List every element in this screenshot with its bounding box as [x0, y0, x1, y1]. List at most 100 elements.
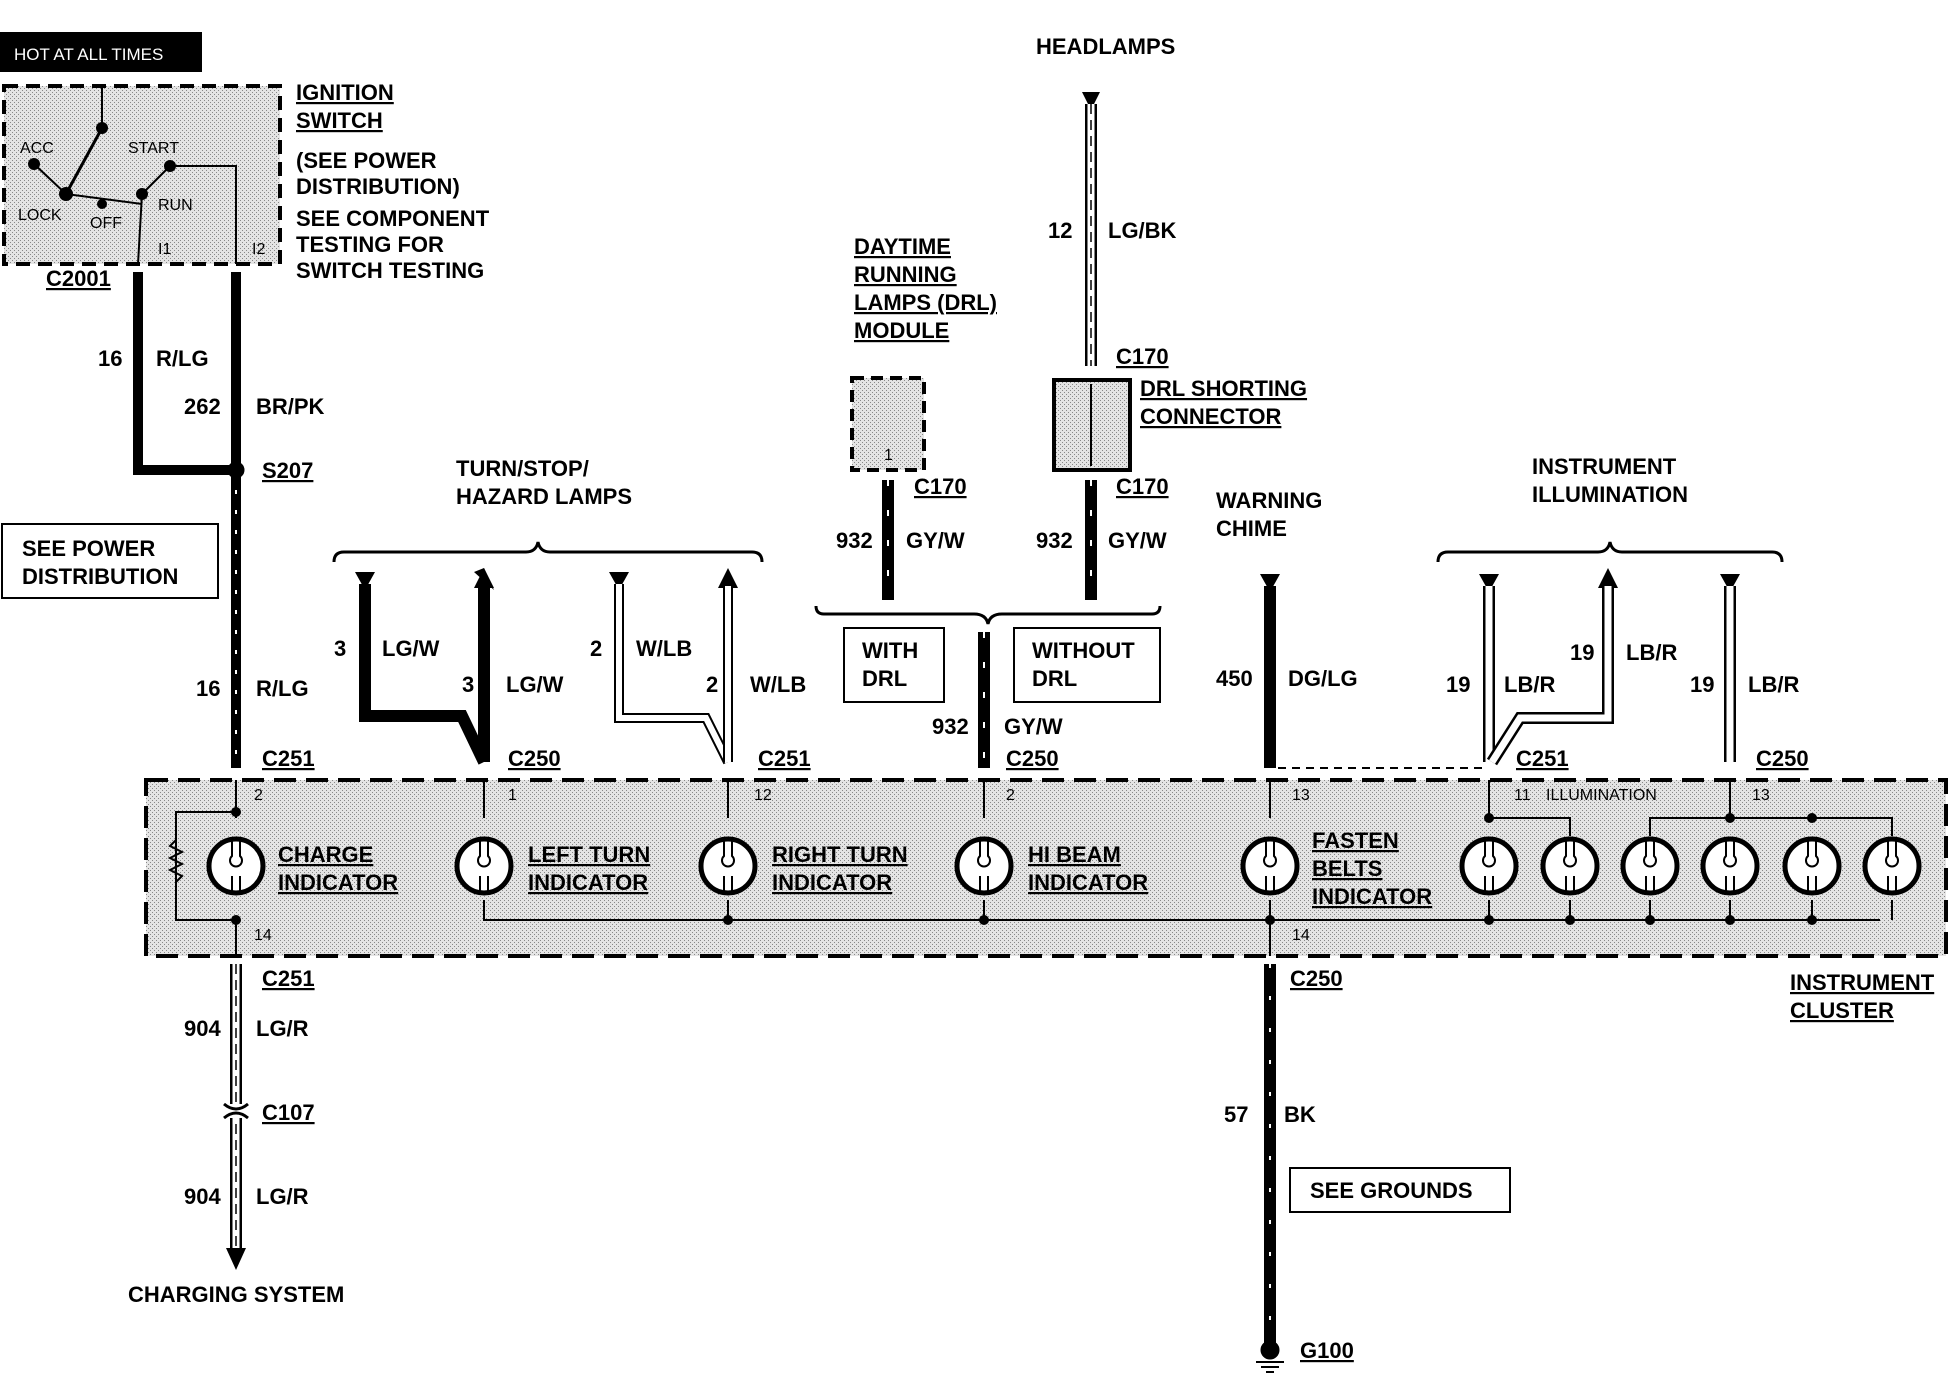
ignition-note-3: SEE COMPONENT: [296, 206, 490, 231]
turn-lamps-bracket: [332, 541, 764, 563]
wire-turn-left: [355, 568, 494, 765]
without-drl-box: WITHOUT DRL: [1013, 627, 1161, 703]
wire-illum: [1479, 568, 1740, 766]
wire-color-dglg: DG/LG: [1288, 666, 1358, 691]
charge-indicator-label: CHARGE: [278, 842, 373, 867]
wire-color-lbr-b: LB/R: [1626, 640, 1677, 665]
wire-gauge-932-left: 932: [836, 528, 873, 553]
wire-gauge-3-a: 3: [334, 636, 346, 661]
drl-module-title-2: RUNNING: [854, 262, 957, 287]
headlamps-title: HEADLAMPS: [1036, 34, 1175, 59]
svg-text:12: 12: [754, 787, 772, 804]
wire-gauge-2-b: 2: [706, 672, 718, 697]
instrument-cluster-title-2: CLUSTER: [1790, 998, 1894, 1023]
turn-lamps-title-2: HAZARD LAMPS: [456, 484, 632, 509]
svg-text:DRL: DRL: [1032, 666, 1077, 691]
connector-c251-charging: C251: [262, 966, 315, 991]
right-turn-indicator-label-2: INDICATOR: [772, 870, 892, 895]
connector-c250-illum: C250: [1756, 746, 1809, 771]
wire-color-rlg: R/LG: [156, 346, 209, 371]
ignition-note-1: (SEE POWER: [296, 148, 437, 173]
wire-gauge-904-a: 904: [184, 1016, 221, 1041]
svg-text:OFF: OFF: [90, 215, 122, 232]
wire-ground: [1256, 964, 1284, 1373]
see-power-distribution-box: SEE POWER DISTRIBUTION: [1, 523, 219, 599]
warning-chime-title-1: WARNING: [1216, 488, 1322, 513]
drl-shorting-title-2: CONNECTOR: [1140, 404, 1281, 429]
wire-charging: [223, 964, 249, 1270]
wire-color-brpk: BR/PK: [256, 394, 325, 419]
svg-text:WITHOUT: WITHOUT: [1032, 638, 1135, 663]
drl-shorting-title: DRL SHORTING: [1140, 376, 1307, 401]
ignition-note-4: TESTING FOR: [296, 232, 444, 257]
wire-color-lbr-c: LB/R: [1748, 672, 1799, 697]
charging-system-title: CHARGING SYSTEM: [128, 1282, 344, 1307]
wire-gauge-19-c: 19: [1690, 672, 1714, 697]
svg-text:DISTRIBUTION: DISTRIBUTION: [22, 564, 178, 589]
illum-bracket: [1436, 541, 1784, 563]
wire-color-lgw-b: LG/W: [506, 672, 564, 697]
ignition-note-5: SWITCH TESTING: [296, 258, 484, 283]
wire-chime: [1260, 574, 1486, 769]
wire-gauge-450: 450: [1216, 666, 1253, 691]
connector-c250-hibeam: C250: [1006, 746, 1059, 771]
svg-text:LOCK: LOCK: [18, 207, 62, 224]
svg-text:13: 13: [1292, 787, 1310, 804]
wire-color-lgr-b: LG/R: [256, 1184, 309, 1209]
wire-color-lgr-a: LG/R: [256, 1016, 309, 1041]
svg-text:2: 2: [254, 787, 263, 804]
connector-c251-right-turn: C251: [758, 746, 811, 771]
svg-text:14: 14: [254, 927, 272, 944]
svg-text:RUN: RUN: [158, 197, 193, 214]
wire-color-bk: BK: [1284, 1102, 1316, 1127]
connector-c251-illum: C251: [1516, 746, 1569, 771]
drl-shorting-connector: [1052, 378, 1132, 472]
wire-color-gyw-right: GY/W: [1108, 528, 1167, 553]
svg-text:SEE GROUNDS: SEE GROUNDS: [1310, 1178, 1473, 1203]
ignition-switch: ACC START LOCK OFF RUN I1 I2: [2, 84, 282, 266]
right-turn-indicator-label: RIGHT TURN: [772, 842, 908, 867]
ignition-switch-title-2: SWITCH: [296, 108, 383, 133]
wire-headlamps: [1082, 92, 1100, 366]
wire-gauge-19-b: 19: [1570, 640, 1594, 665]
left-turn-indicator-label-2: INDICATOR: [528, 870, 648, 895]
wire-gauge-904-b: 904: [184, 1184, 221, 1209]
svg-text:ILLUMINATION: ILLUMINATION: [1546, 787, 1657, 804]
fasten-belts-indicator-label-3: INDICATOR: [1312, 884, 1432, 909]
svg-text:START: START: [128, 140, 179, 157]
svg-text:1: 1: [884, 447, 893, 464]
svg-text:SEE POWER: SEE POWER: [22, 536, 155, 561]
svg-text:13: 13: [1752, 787, 1770, 804]
drl-module-box: 1: [850, 376, 926, 472]
drl-module-title-4: MODULE: [854, 318, 949, 343]
wire-color-gyw-bottom: GY/W: [1004, 714, 1063, 739]
wire-color-rlg-b: R/LG: [256, 676, 309, 701]
svg-text:WITH: WITH: [862, 638, 918, 663]
wire-gauge-57: 57: [1224, 1102, 1248, 1127]
svg-text:11: 11: [1514, 787, 1531, 804]
charge-indicator-label-2: INDICATOR: [278, 870, 398, 895]
wire-color-wlb-a: W/LB: [636, 636, 692, 661]
hi-beam-indicator-label: HI BEAM: [1028, 842, 1121, 867]
wire-color-lgbk: LG/BK: [1108, 218, 1177, 243]
ignition-note-2: DISTRIBUTION): [296, 174, 460, 199]
svg-text:DRL: DRL: [862, 666, 907, 691]
warning-chime-title-2: CHIME: [1216, 516, 1287, 541]
drl-module-title-1: DAYTIME: [854, 234, 951, 259]
svg-text:14: 14: [1292, 927, 1310, 944]
with-drl-box: WITH DRL: [843, 627, 945, 703]
wire-color-gyw-left: GY/W: [906, 528, 965, 553]
fasten-belts-indicator-label: FASTEN: [1312, 828, 1399, 853]
connector-c251-charge: C251: [262, 746, 315, 771]
connector-c250-left-turn: C250: [508, 746, 561, 771]
drl-module-title-3: LAMPS (DRL): [854, 290, 997, 315]
wire-gauge-932-right: 932: [1036, 528, 1073, 553]
connector-c250-ground: C250: [1290, 966, 1343, 991]
svg-text:HOT AT ALL TIMES: HOT AT ALL TIMES: [14, 45, 163, 64]
illum-title-2: ILLUMINATION: [1532, 482, 1688, 507]
wire-gauge-16-b: 16: [196, 676, 220, 701]
svg-text:1: 1: [508, 787, 517, 804]
wire-gauge-262: 262: [184, 394, 221, 419]
wire-gauge-2-a: 2: [590, 636, 602, 661]
